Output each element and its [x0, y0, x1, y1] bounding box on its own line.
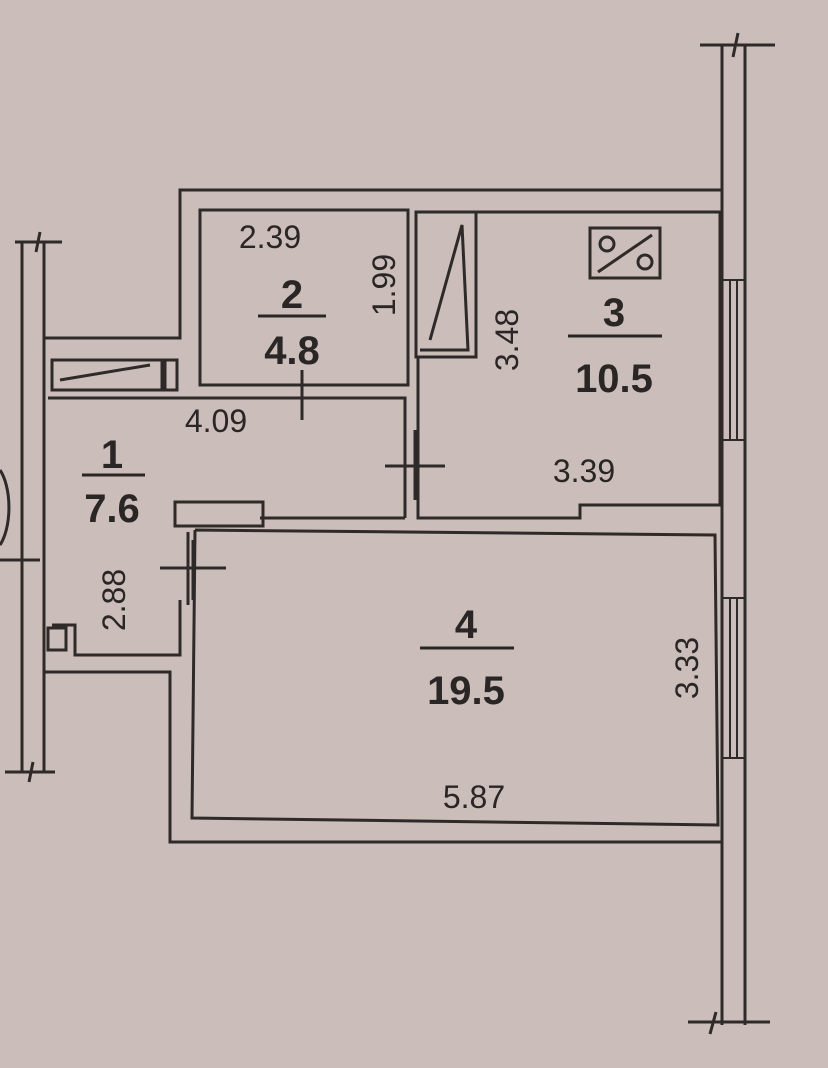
- room-3-label: 3 10.5: [568, 291, 662, 401]
- stove-icon: [588, 226, 662, 280]
- room-1-number: 1: [101, 433, 123, 477]
- room-3-area: 10.5: [575, 357, 653, 401]
- room-3-width-dimension: 3.39: [553, 453, 615, 489]
- room-4-label: 4 19.5: [420, 603, 514, 713]
- room-2-depth-dimension: 1.99: [366, 254, 402, 316]
- room-1-area: 7.6: [84, 487, 140, 531]
- room-1-label: 1 7.6: [82, 433, 145, 531]
- right-exterior-wall: [688, 32, 775, 1035]
- room-4-area: 19.5: [427, 669, 505, 713]
- door-markers: [0, 370, 445, 600]
- room-2-width-dimension: 2.39: [239, 219, 301, 255]
- room-3-number: 3: [603, 291, 625, 335]
- window-room3: [721, 279, 746, 441]
- room-1-depth-dimension: 2.88: [96, 569, 132, 631]
- walls: [44, 188, 722, 844]
- room-2-area: 4.8: [264, 329, 320, 373]
- room-2-number: 2: [281, 273, 303, 317]
- room-2-label: 2 4.8: [258, 273, 326, 373]
- room-3-depth-dimension: 3.48: [489, 309, 525, 371]
- room-4-depth-dimension: 3.33: [669, 637, 705, 699]
- left-exterior-wall: [5, 231, 62, 783]
- room-4-width-dimension: 5.87: [443, 779, 505, 815]
- room-4-number: 4: [455, 603, 478, 647]
- window-room4: [721, 597, 746, 759]
- door-arc: [0, 469, 11, 546]
- room-1-width-dimension: 4.09: [185, 403, 247, 439]
